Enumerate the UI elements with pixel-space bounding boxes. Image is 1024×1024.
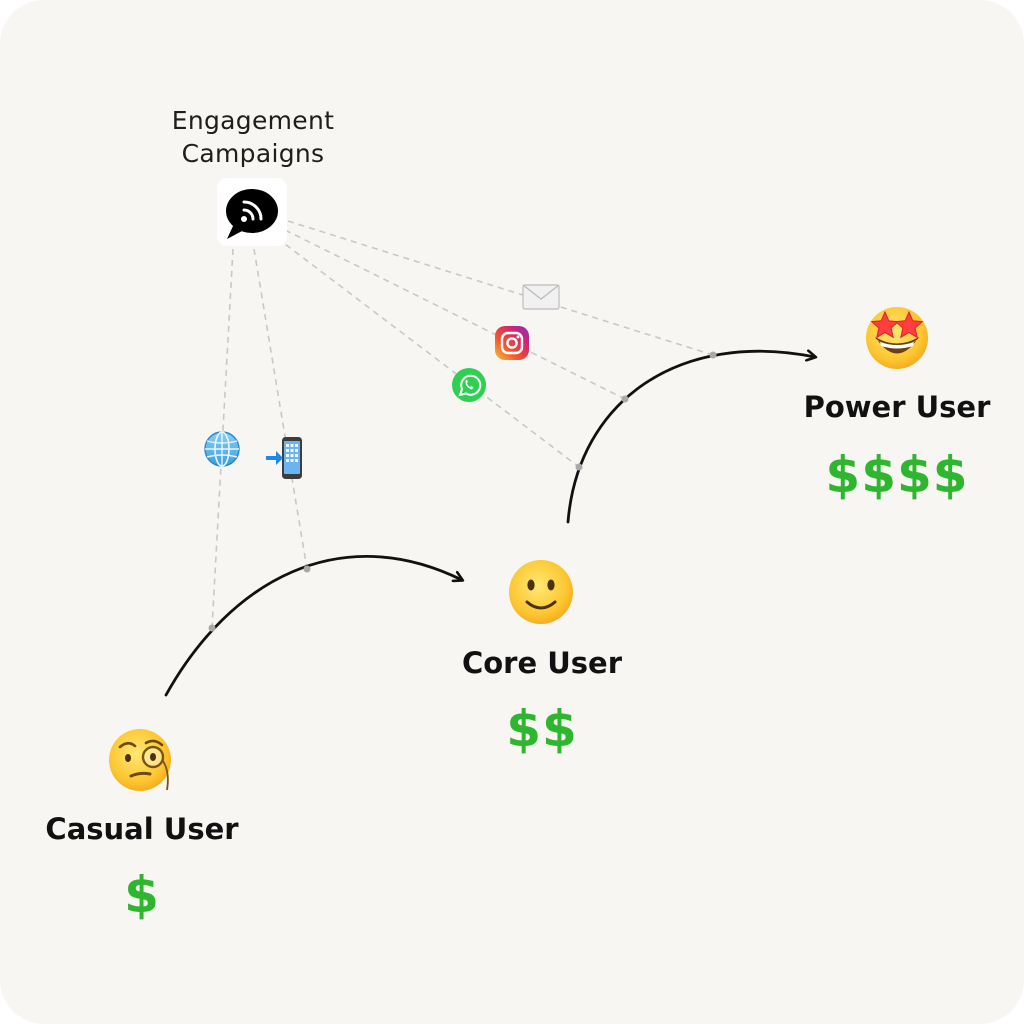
stage-value-casual: $: [124, 866, 160, 924]
hub-title: Engagement Campaigns: [133, 104, 373, 170]
stage-label-casual: Casual User: [45, 812, 239, 846]
chat-broadcast-icon: [226, 189, 278, 239]
stage-value-core: $$: [506, 700, 578, 758]
hub-title-line1: Engagement: [171, 106, 335, 135]
instagram-icon: [495, 326, 529, 360]
arrow-core-to-power: [566, 351, 815, 524]
monocle-face-icon: [109, 729, 171, 791]
slightly-smiling-face-icon: [509, 560, 573, 624]
connector-email: [287, 220, 714, 356]
connector-in-app: [253, 248, 308, 570]
stage-label-core: Core User: [461, 646, 623, 680]
connector-lines: [211, 220, 714, 629]
stage-label-power: Power User: [803, 390, 991, 424]
junction-dots: [208, 351, 717, 632]
mobile-phone-arrow-icon: [266, 437, 302, 479]
stage-value-power: $$$$: [825, 446, 969, 504]
arrow-casual-to-core: [164, 555, 462, 697]
connector-whatsapp: [276, 237, 580, 468]
whatsapp-icon: [452, 368, 486, 402]
connector-instagram: [284, 229, 626, 400]
globe-icon: [204, 431, 240, 467]
star-struck-face-icon: [866, 307, 928, 369]
envelope-icon: [522, 284, 560, 310]
hub-title-line2: Campaigns: [181, 139, 325, 168]
hub-icon-tile: [217, 178, 287, 246]
